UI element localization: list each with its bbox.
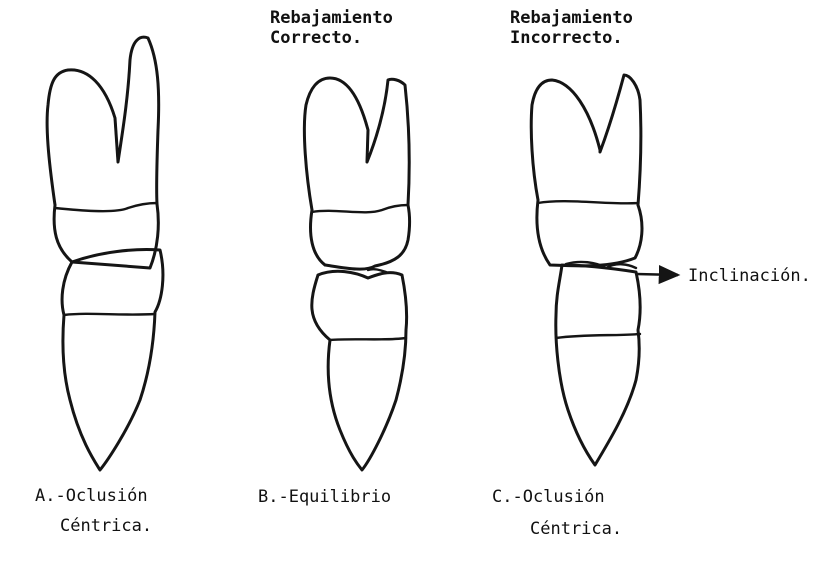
caption-c-line2: Céntrica.	[530, 519, 622, 539]
header-b-line2: Correcto.	[270, 28, 362, 48]
upper-tooth-a	[47, 37, 159, 268]
caption-a-line2: Céntrica.	[60, 516, 152, 536]
upper-tooth-c	[531, 75, 642, 266]
header-c-line2: Incorrecto.	[510, 28, 623, 48]
header-b-line1: Rebajamiento	[270, 8, 393, 28]
inclinacion-arrow	[636, 274, 678, 275]
lower-tooth-c	[556, 262, 640, 465]
header-c-line1: Rebajamiento	[510, 8, 633, 28]
lower-tooth-b	[312, 269, 407, 470]
lower-tooth-a	[62, 250, 163, 471]
caption-c-line1: C.-Oclusión	[492, 487, 605, 507]
upper-tooth-b	[304, 78, 409, 269]
caption-a-line1: A.-Oclusión	[35, 486, 148, 506]
tooth-pair-c	[531, 75, 678, 465]
inclinacion-label: Inclinación.	[688, 266, 811, 286]
tooth-pair-a	[47, 37, 163, 470]
caption-b-line1: B.-Equilibrio	[258, 487, 391, 507]
tooth-pair-b	[304, 78, 409, 470]
